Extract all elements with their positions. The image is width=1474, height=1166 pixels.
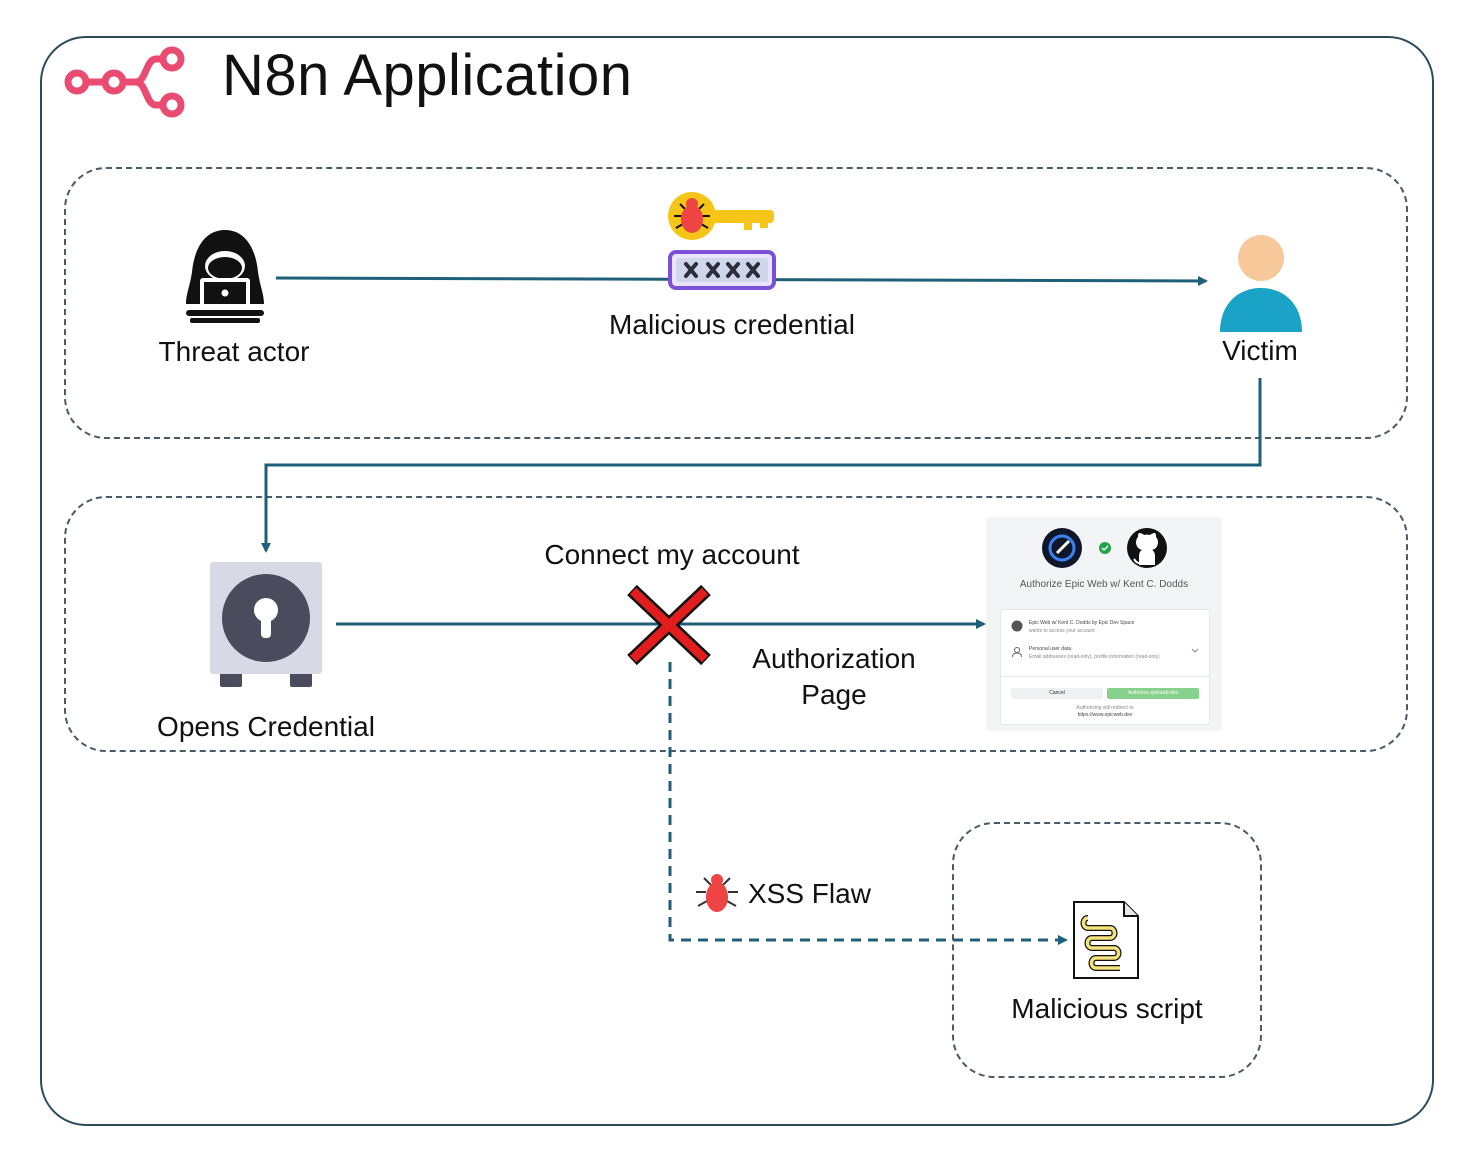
xss-flaw-label: XSS Flaw <box>748 878 871 909</box>
page-title: N8n Application <box>222 43 633 108</box>
application-frame <box>40 36 1434 1126</box>
malicious-script-label: Malicious script <box>1011 993 1203 1024</box>
password-field-icon <box>668 250 776 290</box>
script-panel <box>952 822 1262 1078</box>
auth-permission-title: Personal user data <box>1029 646 1071 652</box>
victim-to-vault-arrow <box>261 378 1262 553</box>
authorize-button[interactable]: Authorize epicweb-dev <box>1107 688 1199 699</box>
hacker-icon <box>186 230 264 323</box>
epic-web-icon <box>1042 528 1082 568</box>
script-scroll-icon <box>1073 901 1139 979</box>
threat-actor-label: Threat actor <box>158 336 310 367</box>
authorization-page-label-line1: Authorization <box>752 643 916 674</box>
red-x-icon <box>627 584 711 666</box>
authorization-page-screenshot: Authorize Epic Web w/ Kent C. Dodds Epic… <box>986 517 1222 731</box>
auth-card: Epic Web w/ Kent C. Dodds by Epic Dev Sp… <box>1000 609 1210 725</box>
xss-dashed-arrow <box>668 662 1068 945</box>
victim-label: Victim <box>1222 335 1298 366</box>
cancel-button[interactable]: Cancel <box>1011 688 1103 699</box>
auth-app-line: Epic Web w/ Kent C. Dodds by Epic Dev Sp… <box>1029 620 1135 626</box>
check-badge-icon <box>1099 542 1111 554</box>
person-icon <box>1012 647 1022 658</box>
connect-my-account-label: Connect my account <box>544 539 800 570</box>
safe-vault-icon <box>210 562 322 687</box>
auth-app-subline: wants to access your account <box>1029 628 1095 634</box>
user-icon <box>1220 235 1302 332</box>
app-avatar-icon <box>1011 620 1023 632</box>
auth-heading: Authorize Epic Web w/ Kent C. Dodds <box>1019 579 1189 590</box>
auth-redirect-url: https://www.epicweb.dev <box>1077 712 1133 718</box>
bug-key-icon <box>668 192 774 240</box>
bug-icon <box>696 874 738 912</box>
n8n-logo-icon <box>64 46 185 118</box>
auth-permission-desc: Email addresses (read-only), profile inf… <box>1029 654 1160 660</box>
authorization-page-label-line2: Page <box>801 679 867 710</box>
top-panel <box>64 167 1408 439</box>
github-icon <box>1127 528 1167 568</box>
auth-redirect-note: Authorizing will redirect to <box>1076 705 1134 711</box>
auth-divider <box>1001 676 1209 677</box>
chevron-down-icon <box>1191 648 1199 653</box>
middle-panel <box>64 496 1408 752</box>
malicious-credential-label: Malicious credential <box>609 309 855 340</box>
opens-credential-label: Opens Credential <box>157 711 375 742</box>
